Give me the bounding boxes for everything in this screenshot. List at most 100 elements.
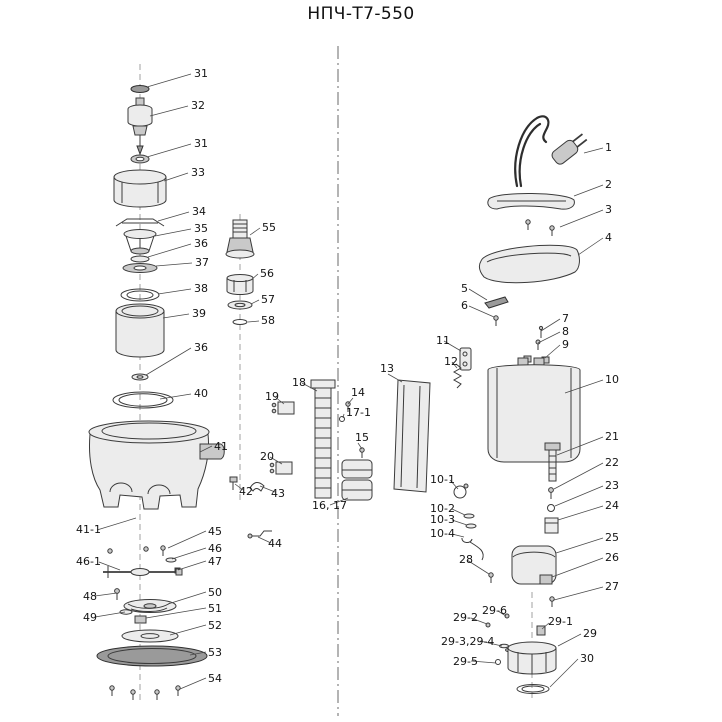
part-label-26: 26	[605, 551, 619, 564]
part-label-21: 21	[605, 430, 619, 443]
part-screw-22	[548, 487, 554, 499]
part-label-3: 3	[605, 203, 612, 216]
part-label-30: 30	[580, 652, 594, 665]
part-screw-8	[535, 339, 541, 350]
part-label-27: 27	[605, 580, 619, 593]
part-bolt-42	[229, 476, 238, 490]
part-screw-27	[549, 596, 555, 607]
leader-line-47	[177, 560, 207, 571]
part-label-38: 38	[194, 282, 208, 295]
leader-line-29	[557, 633, 582, 647]
part-wedge-5	[484, 296, 509, 309]
part-float-16-17	[341, 459, 373, 501]
part-strainer-plate-53	[96, 645, 208, 667]
part-washer-10-2	[463, 513, 475, 519]
leader-line-29-1	[541, 622, 550, 630]
part-label-44: 44	[268, 537, 282, 550]
leader-line-50	[167, 591, 207, 605]
leader-line-29-2	[470, 617, 488, 625]
part-label-45: 45	[208, 525, 222, 538]
part-label-8: 8	[562, 325, 569, 338]
part-label-29-6: 29-6	[482, 604, 507, 617]
part-label-12: 12	[444, 355, 458, 368]
part-label-6: 6	[461, 299, 468, 312]
part-label-29: 29	[583, 627, 597, 640]
part-label-11: 11	[436, 334, 450, 347]
part-label-39: 39	[192, 307, 206, 320]
leader-line-12	[451, 361, 458, 369]
leader-line-1	[583, 147, 604, 154]
leader-line-25	[555, 537, 604, 554]
part-label-23: 23	[605, 479, 619, 492]
part-label-34: 34	[192, 205, 206, 218]
leader-line-20	[269, 456, 283, 465]
part-label-32: 32	[191, 99, 205, 112]
part-label-17-1: 17-1	[346, 406, 371, 419]
part-label-48: 48	[83, 590, 97, 603]
part-label-58: 58	[261, 314, 275, 327]
leader-line-46	[171, 547, 207, 560]
part-pin-7	[538, 325, 544, 338]
part-label-31: 31	[194, 137, 208, 150]
leader-line-1617	[329, 497, 349, 506]
part-clamp-34	[115, 218, 165, 227]
leader-line-26	[551, 557, 604, 578]
leader-line-36	[145, 347, 192, 376]
part-disc-37	[122, 263, 158, 273]
leader-line-5	[468, 288, 488, 301]
part-rotor-32	[127, 97, 153, 156]
part-washer-36-upper	[130, 255, 150, 263]
part-bracket-11	[459, 347, 472, 371]
leader-line-38	[157, 288, 192, 295]
part-label-36: 36	[194, 341, 208, 354]
leader-line-49	[94, 611, 126, 618]
part-ring-23	[547, 504, 555, 512]
part-label-2: 2	[605, 178, 612, 191]
part-label-29-2: 29-2	[453, 611, 478, 624]
leader-line-41-1	[96, 517, 137, 531]
leader-line-53	[189, 651, 207, 656]
part-label-37: 37	[195, 256, 209, 269]
part-nut-29-6	[504, 613, 510, 619]
part-label-40: 40	[194, 387, 208, 400]
part-power-cord-1	[514, 115, 588, 188]
part-label-54: 54	[208, 672, 222, 685]
part-cable-holder-20	[269, 461, 293, 475]
part-label-9: 9	[562, 338, 569, 351]
leader-line-2	[573, 184, 604, 197]
part-label-47: 47	[208, 555, 222, 568]
part-washer-36-lower	[131, 373, 149, 381]
part-ring-38	[120, 288, 160, 302]
part-impeller-35	[123, 229, 157, 255]
leader-line-10-4	[451, 533, 465, 538]
leader-line-29-6	[497, 610, 507, 617]
part-label-13: 13	[380, 362, 394, 375]
part-screw-15	[359, 447, 365, 458]
part-label-35: 35	[194, 222, 208, 235]
leader-line-58	[247, 320, 260, 323]
leader-line-32	[149, 105, 189, 117]
page-title: НПЧ-Т7-550	[307, 4, 415, 24]
leader-line-33	[163, 172, 189, 182]
part-shaft-46-1	[103, 566, 183, 578]
leader-line-35	[154, 228, 192, 237]
leader-line-52	[169, 624, 207, 636]
leader-line-34	[157, 211, 190, 222]
part-key-29-1	[536, 625, 546, 636]
leader-line-18	[301, 382, 318, 392]
part-label-56: 56	[260, 267, 274, 280]
part-label-55: 55	[262, 221, 276, 234]
part-ring-58	[232, 319, 248, 325]
part-bolt-21	[544, 442, 561, 482]
leader-line-9	[544, 344, 561, 359]
part-guide-rail-18	[310, 379, 336, 499]
leader-line-22	[553, 462, 604, 490]
part-handle-2	[487, 193, 575, 210]
leader-line-19	[274, 396, 285, 405]
part-label-24: 24	[605, 499, 619, 512]
part-label-50: 50	[208, 586, 222, 599]
leader-line-29-5	[470, 660, 497, 664]
part-label-36: 36	[194, 237, 208, 250]
leader-line-17-1	[342, 413, 345, 419]
part-label-7: 7	[562, 312, 569, 325]
